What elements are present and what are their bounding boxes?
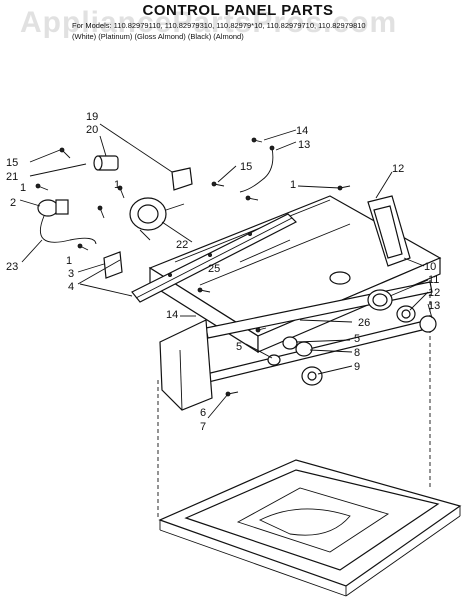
leader-lines	[19, 123, 433, 419]
switch-with-cord	[37, 199, 97, 245]
callout-1d: 1	[290, 179, 296, 191]
callout-20: 20	[86, 124, 98, 136]
callout-25: 25	[208, 263, 220, 275]
callout-1b: 1	[114, 179, 120, 191]
callout-4: 4	[68, 281, 74, 293]
callout-3: 3	[68, 268, 74, 280]
knobs-and-bezels	[267, 289, 437, 386]
callout-12: 12	[428, 287, 440, 299]
callout-1a: 1	[20, 182, 26, 194]
page-title: CONTROL PANEL PARTS	[142, 2, 334, 19]
end-cap	[159, 319, 213, 411]
callout-labels: 19 20 15 21 1 2 1 23 1 3 4 22 14 13 15 1…	[6, 111, 440, 433]
wire-harness	[239, 145, 275, 193]
callout-9: 9	[354, 361, 360, 373]
callout-7: 7	[200, 421, 206, 433]
colors-line: (White) (Platinum) (Gloss Almond) (Black…	[72, 32, 244, 41]
callout-14: 12	[392, 163, 404, 175]
screws	[35, 137, 351, 397]
selector-switch	[93, 155, 119, 171]
callout-19: 19	[86, 111, 98, 123]
right-end-cap	[367, 195, 411, 267]
watermark: AppliancePartsPros.com	[20, 6, 398, 39]
callout-16b: 14	[166, 309, 178, 321]
callout-23: 23	[6, 261, 18, 273]
callout-5b: 5	[236, 341, 242, 353]
timer-assembly	[129, 197, 185, 241]
callout-11: 11	[428, 274, 439, 286]
callout-13: 13	[428, 300, 440, 312]
callout-16a: 14	[296, 125, 308, 137]
callout-6: 6	[200, 407, 206, 419]
callout-1c: 1	[66, 255, 72, 267]
models-line: For Models: 110.82979110, 110.82979310, …	[72, 21, 366, 30]
callout-2: 2	[10, 197, 16, 209]
callout-26: 26	[358, 317, 370, 329]
washer-top-base	[158, 459, 462, 597]
assembly-dash-lines	[157, 280, 431, 520]
console-panel	[148, 195, 442, 354]
callout-15: 13	[298, 139, 310, 151]
callout-17b: 15	[240, 161, 252, 173]
callout-22: 22	[176, 239, 188, 251]
callout-21: 21	[6, 171, 18, 183]
callout-8: 8	[354, 347, 360, 359]
mounting-strip	[131, 213, 298, 303]
switch-bracket	[171, 167, 193, 191]
callout-17a: 15	[6, 157, 18, 169]
mounting-bracket	[103, 251, 123, 279]
callout-5a: 5	[354, 333, 360, 345]
callout-10: 10	[424, 261, 436, 273]
